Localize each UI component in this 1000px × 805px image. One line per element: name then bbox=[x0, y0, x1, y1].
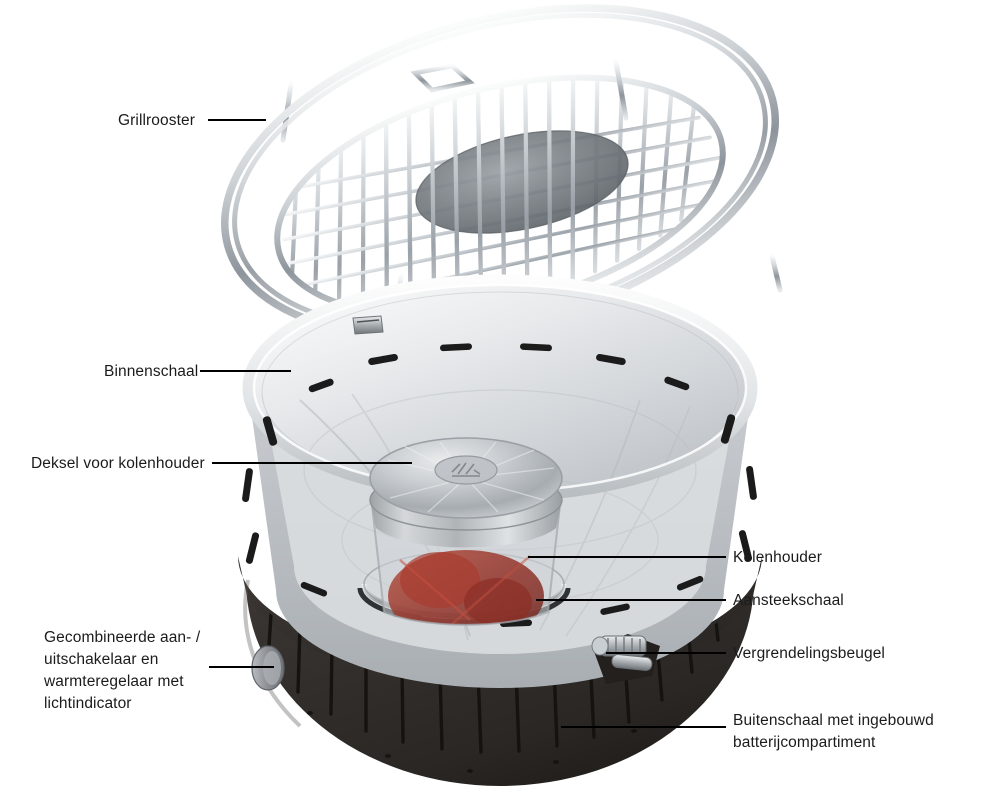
inner-bowl-vents bbox=[242, 343, 757, 627]
center-heat-shield-disc bbox=[415, 130, 629, 234]
outer-bowl-drain-holes bbox=[307, 711, 637, 773]
charcoal-container-lid bbox=[369, 437, 563, 519]
callout-binnenschaal: Binnenschaal bbox=[104, 363, 199, 380]
callout-deksel-voor-kolenhouder: Deksel voor kolenhouder bbox=[31, 455, 205, 472]
callout-buitenschaal: Buitenschaal met ingebouwd batterijcompa… bbox=[733, 712, 934, 751]
callout-vergrendelingsbeugel: Vergrendelingsbeugel bbox=[733, 645, 885, 662]
rim-clip bbox=[352, 315, 384, 335]
leader-lines bbox=[200, 119, 726, 728]
grate-handle bbox=[410, 63, 475, 93]
callout-grillrooster: Grillrooster bbox=[118, 112, 195, 129]
callout-aansteekschaal: Aansteekschaal bbox=[733, 592, 844, 609]
embers bbox=[388, 550, 544, 625]
lid-emblem-icon bbox=[451, 462, 481, 477]
callout-aan-uitschakelaar: Gecombineerde aan- / uitschakelaar en wa… bbox=[44, 629, 201, 712]
locking-bracket bbox=[591, 634, 660, 684]
callout-kolenhouder: Kolenhouder bbox=[733, 549, 823, 566]
